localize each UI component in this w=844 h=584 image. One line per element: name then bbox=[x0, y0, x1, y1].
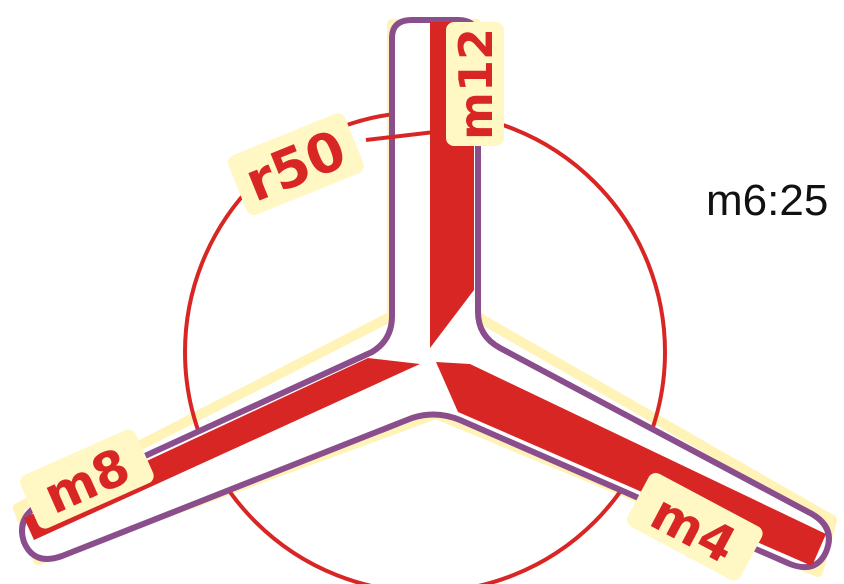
arm-top-label-text: m12 bbox=[449, 28, 503, 140]
side-text: m6:25 bbox=[706, 176, 828, 226]
right-arm-strand bbox=[436, 362, 826, 566]
radius-label: r50 bbox=[226, 111, 367, 218]
arm-top-label: m12 bbox=[446, 22, 504, 146]
